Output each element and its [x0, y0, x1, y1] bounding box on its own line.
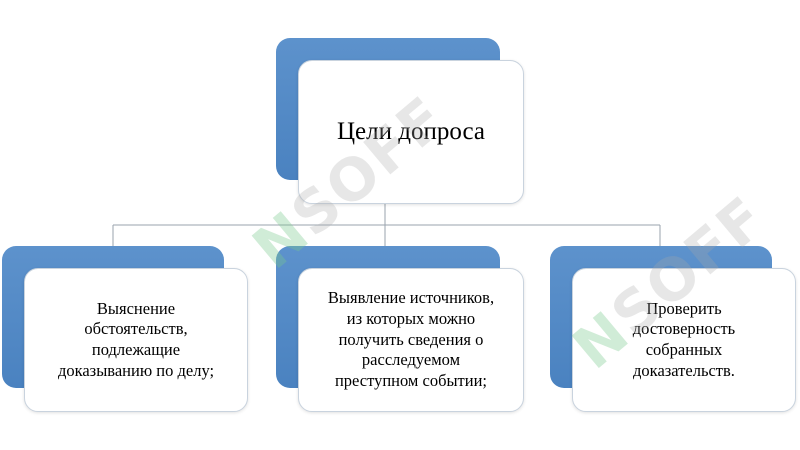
child-label-1: Выяснение обстоятельств, подлежащие дока… — [57, 298, 215, 380]
child-label-2: Выявление источников, из которых можно п… — [327, 288, 495, 390]
child-label-3: Проверить достоверность собранных доказа… — [632, 298, 736, 380]
child-box-1: Выяснение обстоятельств, подлежащие дока… — [24, 268, 248, 412]
root-label: Цели допроса — [337, 118, 485, 146]
root-box: Цели допроса — [298, 60, 524, 204]
child-box-3: Проверить достоверность собранных доказа… — [572, 268, 796, 412]
child-box-2: Выявление источников, из которых можно п… — [298, 268, 524, 412]
